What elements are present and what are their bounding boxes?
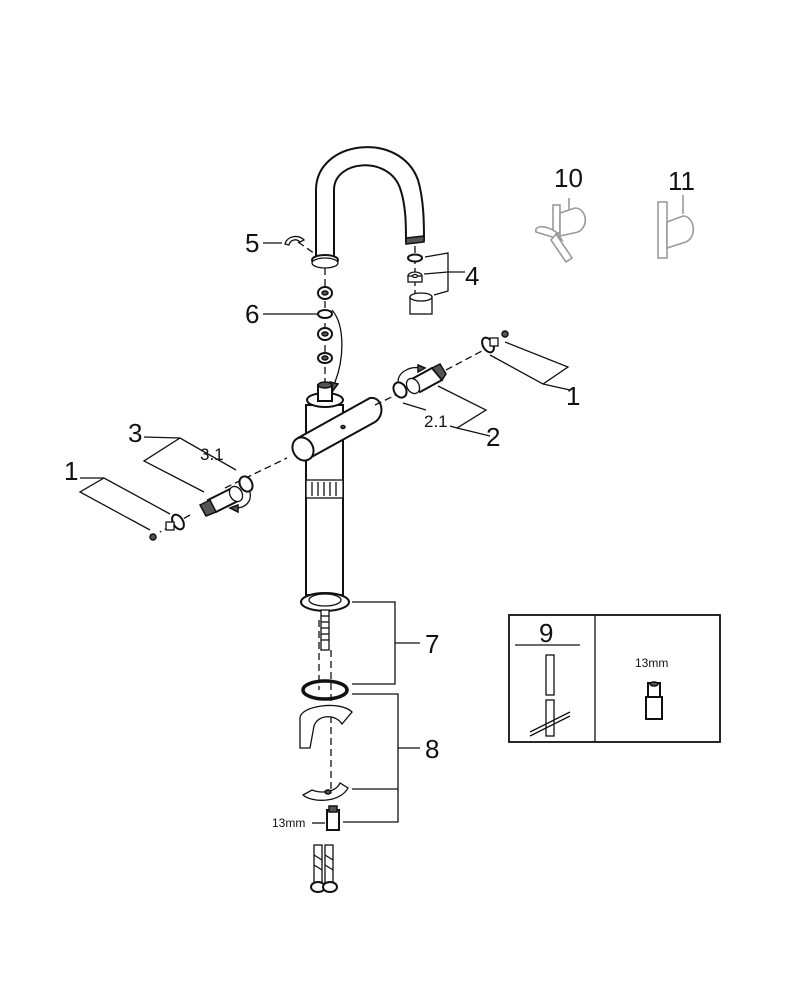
- label-3-1: 3.1: [200, 445, 224, 464]
- label-1-left: 1: [64, 456, 78, 486]
- label-2: 2: [486, 422, 500, 452]
- part-8-mounting-set: 8 13mm: [272, 679, 439, 831]
- label-9: 9: [539, 618, 553, 648]
- part-2-cartridge-right: 2.1 2: [392, 363, 500, 452]
- part-3-cartridge-left: 3 3.1: [128, 418, 254, 517]
- label-3: 3: [128, 418, 142, 448]
- label-2-1: 2.1: [424, 412, 448, 431]
- label-8: 8: [425, 734, 439, 764]
- supply-hoses: [310, 844, 338, 893]
- label-10: 10: [554, 163, 583, 193]
- part-5-clip: 5: [245, 228, 319, 258]
- part-11-lever-handle: 11: [657, 166, 695, 259]
- socket-13mm: [645, 681, 663, 720]
- label-13mm-nut: 13mm: [272, 816, 305, 830]
- label-7: 7: [425, 629, 439, 659]
- part-4-aerator-set: 4: [407, 246, 479, 315]
- faucet-body: [224, 381, 401, 596]
- label-4: 4: [465, 261, 479, 291]
- label-1-right: 1: [566, 381, 580, 411]
- part-6-seal-set: 6: [245, 268, 343, 394]
- part-1-right-screw-flange: 1: [445, 330, 580, 411]
- label-11: 11: [668, 166, 695, 196]
- part-10-cross-handle: 10: [534, 163, 587, 264]
- label-6: 6: [245, 299, 259, 329]
- part-9-mounting-tool: [529, 654, 571, 737]
- tool-box: 9 13mm: [508, 614, 721, 743]
- spout: [311, 146, 426, 269]
- label-13mm-tool: 13mm: [635, 656, 668, 670]
- label-5: 5: [245, 228, 259, 258]
- part-1-left-screw-flange: 1: [64, 456, 191, 541]
- part-7-base-flange: 7: [300, 592, 439, 800]
